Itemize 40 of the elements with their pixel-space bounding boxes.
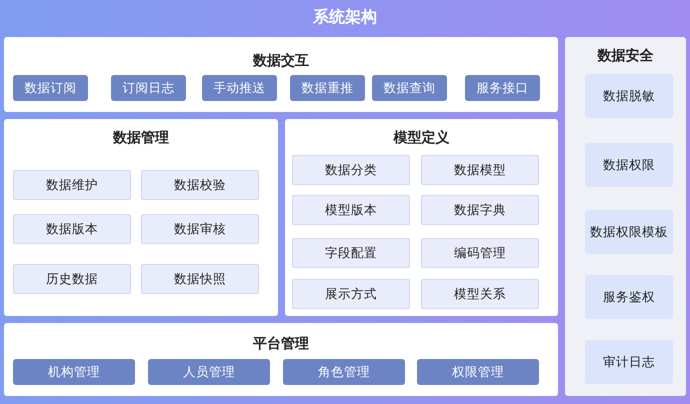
feature-box: 订阅日志 [111, 75, 186, 101]
module-panel [4, 119, 278, 316]
module-panel [4, 37, 558, 112]
panel-heading: 模型定义 [392, 129, 450, 147]
feature-box: 编码管理 [421, 238, 539, 268]
feature-box: 数据模型 [421, 155, 539, 185]
feature-box: 机构管理 [13, 359, 135, 385]
feature-box: 权限管理 [417, 359, 539, 385]
feature-box: 历史数据 [13, 264, 131, 294]
feature-box: 服务接口 [465, 75, 540, 101]
panel-heading: 平台管理 [252, 335, 310, 353]
panel-heading: 数据安全 [596, 47, 654, 65]
feature-box: 模型版本 [292, 195, 410, 225]
panel-heading: 数据管理 [112, 129, 170, 147]
feature-box: 数据版本 [13, 214, 131, 244]
diagram-title: 系统架构 [312, 6, 378, 28]
feature-box: 数据分类 [292, 155, 410, 185]
feature-box: 数据快照 [141, 264, 259, 294]
feature-box: 展示方式 [292, 279, 410, 309]
feature-box: 数据校验 [141, 170, 259, 200]
feature-box: 数据权限 [585, 143, 673, 187]
feature-box: 人员管理 [148, 359, 270, 385]
feature-box: 数据维护 [13, 170, 131, 200]
feature-box: 数据审核 [141, 214, 259, 244]
panel-heading: 数据交互 [252, 52, 310, 70]
feature-box: 数据字典 [421, 195, 539, 225]
feature-box: 角色管理 [283, 359, 405, 385]
feature-box: 数据脱敏 [585, 74, 673, 118]
feature-box: 数据重推 [290, 75, 365, 101]
feature-box: 审计日志 [585, 340, 673, 384]
feature-box: 服务鉴权 [585, 275, 673, 319]
module-panel [285, 119, 558, 316]
feature-box: 字段配置 [292, 238, 410, 268]
feature-box: 数据订阅 [13, 75, 88, 101]
side-panel [565, 37, 686, 396]
feature-box: 数据查询 [372, 75, 447, 101]
feature-box: 手动推送 [202, 75, 277, 101]
feature-box: 模型关系 [421, 279, 539, 309]
module-panel [4, 323, 558, 396]
feature-box: 数据权限模板 [585, 210, 673, 254]
